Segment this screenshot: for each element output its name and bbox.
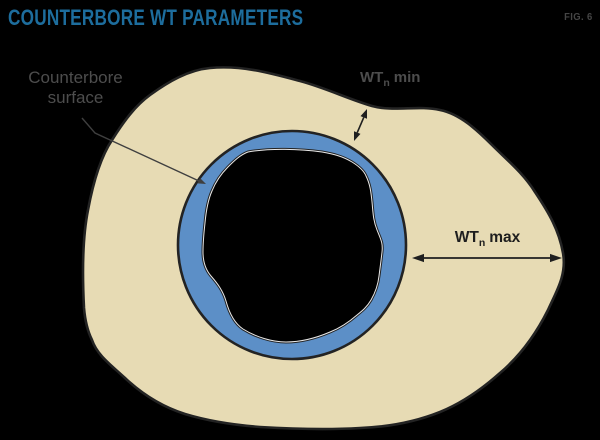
counterbore-surface-label: Counterbore surface [18, 68, 133, 108]
wt-min-arrow [354, 109, 367, 141]
wt-min-arrowhead-top-icon [360, 109, 367, 119]
leader-arrowhead-icon [197, 178, 206, 184]
figure-label: FIG. 6 [564, 11, 593, 23]
wt-min-arrowhead-bottom-icon [354, 131, 361, 141]
counterbore-surface-label-line2: surface [47, 88, 104, 107]
wt-max-arrow [412, 253, 562, 263]
counterbore-surface-label-line1: Counterbore [28, 68, 123, 87]
wt-max-arrowhead-left-icon [412, 253, 424, 263]
wt-max-arrowhead-right-icon [550, 253, 562, 263]
bore-hole [202, 148, 383, 343]
counterbore-leader-line [81, 117, 206, 184]
page-title: COUNTERBORE WT PARAMETERS [8, 5, 304, 30]
